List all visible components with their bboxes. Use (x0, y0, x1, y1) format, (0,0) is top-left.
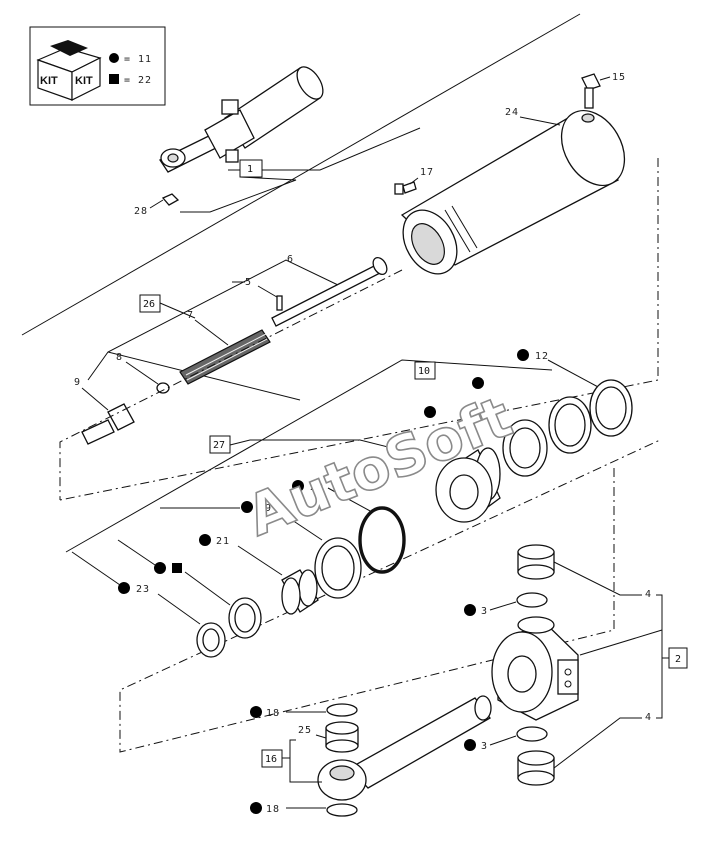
grease-fitting-part (161, 193, 180, 206)
callout-16: 16 (265, 754, 277, 765)
callout-3b: 3 (481, 741, 488, 752)
kit-box-icon: KIT KIT NEW (36, 40, 102, 101)
seal-rings-part (502, 379, 633, 477)
callout-25: 25 (298, 725, 312, 736)
small-ring-part (156, 382, 170, 394)
callout-18a: 18 (266, 708, 280, 719)
spring-part (179, 329, 271, 385)
callout-9: 9 (74, 377, 81, 388)
callout-2: 2 (675, 654, 681, 665)
kit-dot-19 (241, 501, 253, 513)
callout-5: 5 (245, 277, 252, 288)
callout-3a: 3 (481, 606, 488, 617)
cylinder-barrel-part (400, 109, 626, 275)
upper-seal-part (326, 703, 358, 717)
kit-label-left: KIT (40, 75, 58, 87)
kit-dot-11 (472, 377, 484, 389)
callout-24: 24 (505, 107, 519, 118)
upper-bushing-part (517, 544, 555, 580)
bushing-part (281, 569, 319, 615)
wiper-rings-part (196, 597, 262, 658)
callout-19: 19 (258, 503, 272, 514)
kit-dot-18a (250, 706, 262, 718)
callout-28: 28 (134, 206, 148, 217)
kit-label-right: KIT (75, 75, 93, 87)
bolt-part (581, 73, 601, 109)
callout-15: 15 (612, 72, 626, 83)
piston-part (435, 447, 501, 523)
kit-dot-22 (154, 562, 166, 574)
lower-seal-part (326, 803, 358, 817)
callout-8: 8 (116, 352, 123, 363)
kit-dot-3b (464, 739, 476, 751)
legend-dot-text: = 11 (124, 54, 152, 65)
assembled-cylinder (159, 66, 324, 173)
callout-10-box (414, 361, 436, 380)
callout-4a: 4 (645, 589, 652, 600)
callout-18b: 18 (266, 804, 280, 815)
legend-square-text: = 22 (124, 75, 152, 86)
end-head-part (491, 616, 579, 721)
callout-23: 23 (136, 584, 150, 595)
lower-bushing-part (517, 750, 555, 786)
upper-oring-part (516, 592, 548, 608)
legend-square-icon (109, 74, 119, 84)
kit-dot-12 (517, 349, 529, 361)
check-valve-part (81, 403, 135, 445)
callout-10: 10 (418, 366, 430, 377)
legend-dot-icon (109, 53, 119, 63)
callout-12: 12 (535, 351, 549, 362)
eye-bushing-part (325, 721, 359, 753)
backup-ring-part (314, 537, 362, 599)
kit-legend: KIT KIT NEW = 11 = 22 (29, 26, 166, 106)
callout-20: 20 (310, 482, 324, 493)
kit-dot-20 (292, 480, 304, 492)
callout-27: 27 (213, 440, 225, 451)
kit-dot-13 (424, 406, 436, 418)
o-ring-part (358, 506, 406, 574)
assembly-divider-line (21, 13, 581, 336)
callout-1-box (239, 159, 263, 178)
callout-17: 17 (420, 167, 434, 178)
group-boundary-upper (59, 158, 659, 501)
callout-6: 6 (287, 254, 294, 265)
callout-21: 21 (216, 536, 230, 547)
kit-dot-21 (199, 534, 211, 546)
kit-dot-23 (118, 582, 130, 594)
rod-eye-part (317, 695, 492, 801)
kit-dot-3a (464, 604, 476, 616)
callout-1: 1 (247, 164, 253, 175)
callout-4b: 4 (645, 712, 652, 723)
kit-dot-18b (250, 802, 262, 814)
callout-26: 26 (143, 299, 155, 310)
kit-label-top: NEW (60, 60, 74, 66)
lower-oring-part (516, 726, 548, 742)
piston-rod-part (271, 256, 388, 327)
screw-part (394, 181, 417, 195)
kit-square-22 (172, 563, 182, 573)
